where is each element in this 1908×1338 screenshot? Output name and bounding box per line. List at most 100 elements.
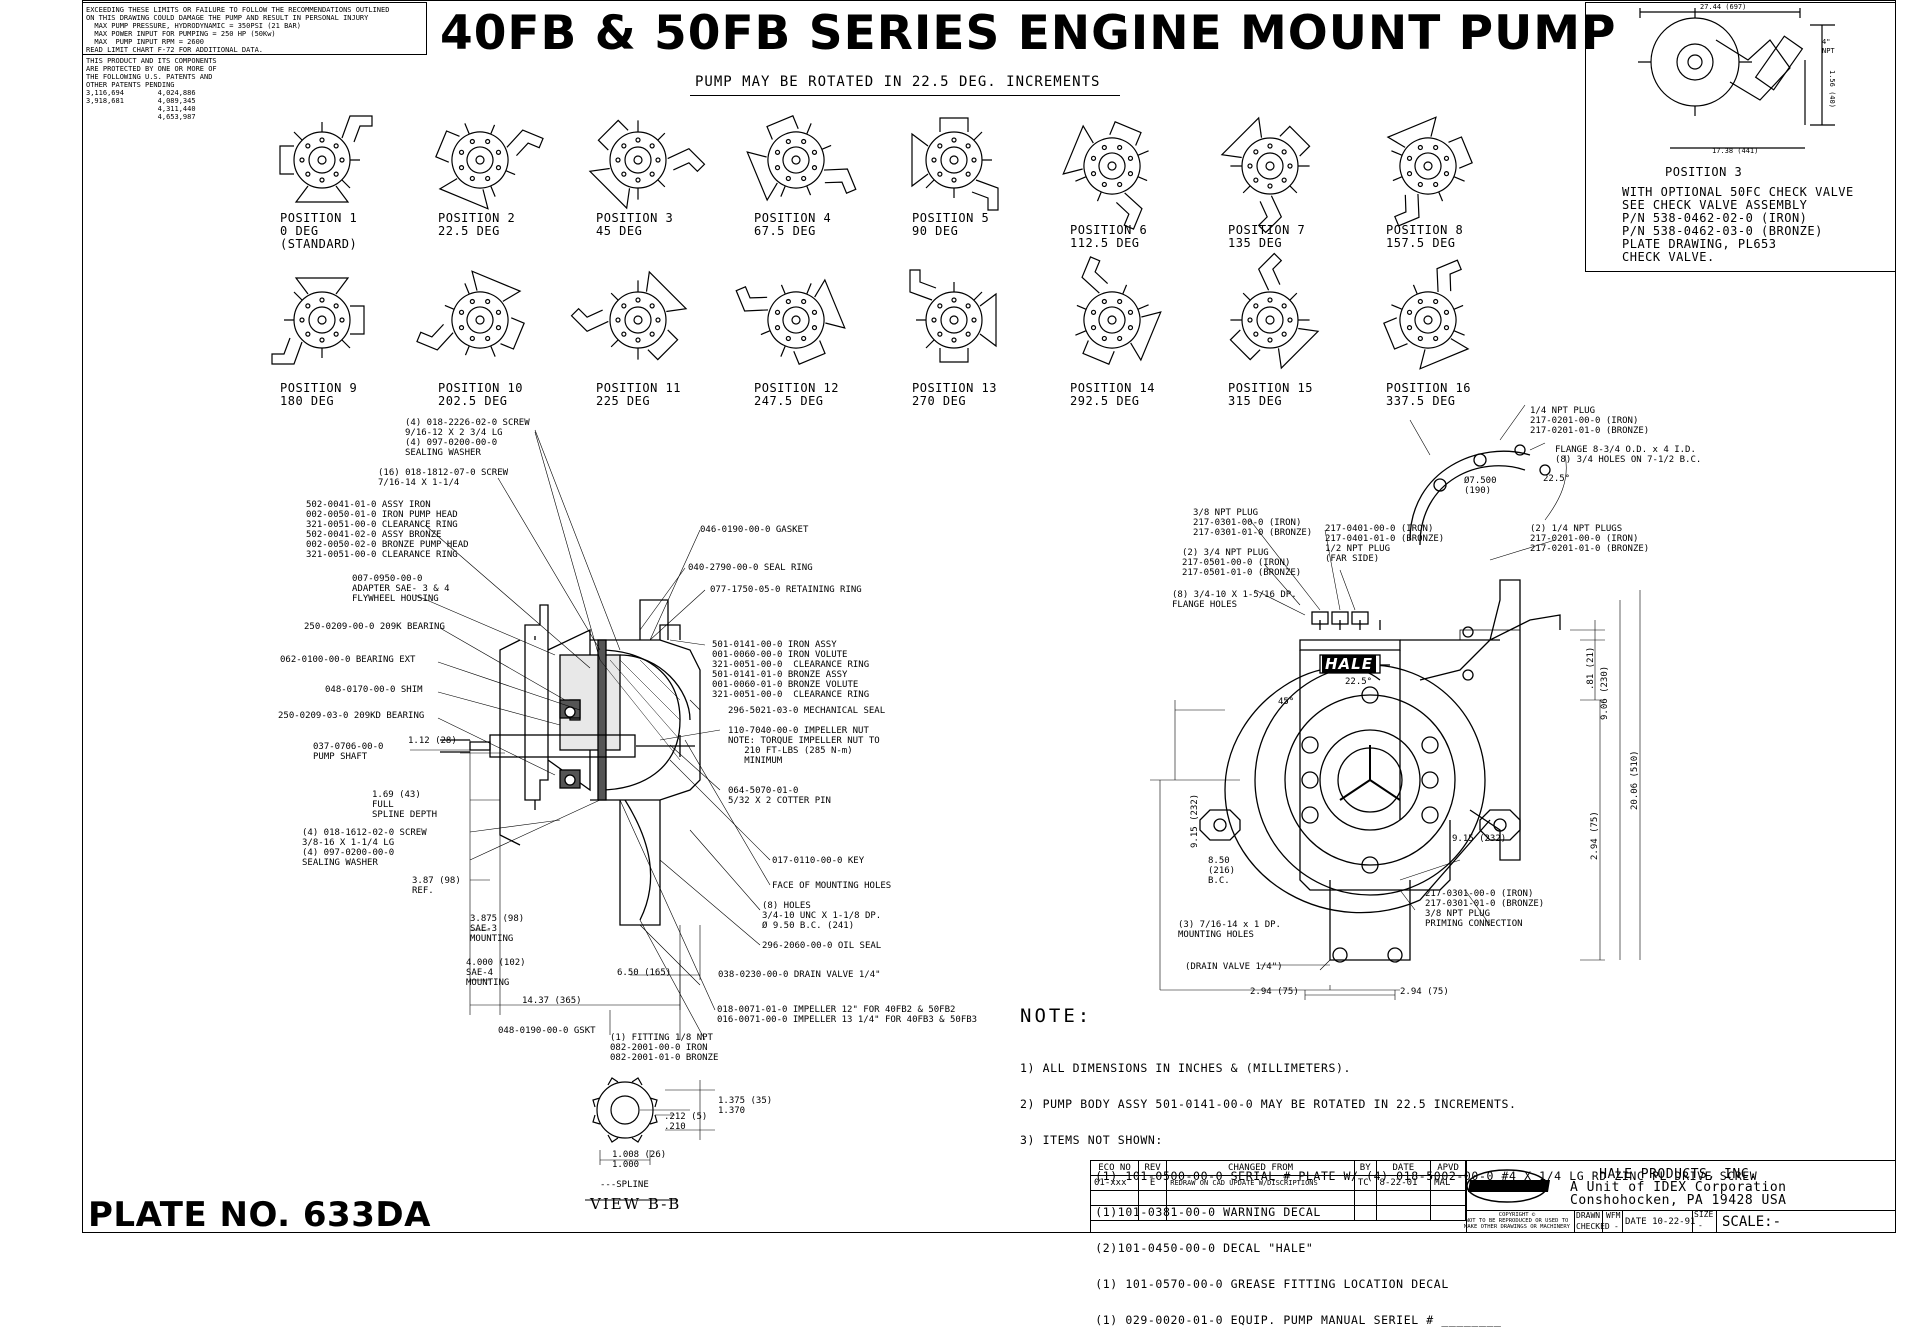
position3-box xyxy=(1585,2,1896,272)
callout-volute: 501-0141-00-0 IRON ASSY 001-0060-00-0 IR… xyxy=(712,640,870,700)
position-angle: 67.5 DEG xyxy=(754,224,816,238)
position-angle: 202.5 DEG xyxy=(438,394,508,408)
pump-icon xyxy=(1220,116,1311,234)
pos3-line: PLATE DRAWING, PL653 xyxy=(1622,237,1777,251)
position-angle: 225 DEG xyxy=(596,394,651,408)
position-name: POSITION 10 xyxy=(438,381,523,395)
front-dim-9-15-right: 9.15 (232) xyxy=(1452,834,1507,844)
viewbb-dim-2: .212 (5) .210 xyxy=(664,1112,708,1132)
drawing-scale: SCALE:- xyxy=(1722,1214,1782,1230)
pump-icon xyxy=(435,123,544,210)
tb-divider xyxy=(1716,1210,1717,1233)
position-name: POSITION 3 xyxy=(596,211,674,225)
checked-label: CHECKED xyxy=(1576,1222,1610,1231)
size-label: SIZE xyxy=(1694,1210,1714,1219)
pump-icon xyxy=(746,115,857,202)
front-callout-drain: (DRAIN VALVE 1/4") xyxy=(1185,962,1283,972)
front-callout-flange-holes: (8) 3/4-10 X 1-5/16 DP. FLANGE HOLES xyxy=(1172,590,1297,610)
note-line: (2)101-0450-00-0 DECAL "HALE" xyxy=(1020,1241,1314,1255)
front-dim-9-06: 9.06 (230) xyxy=(1600,665,1610,720)
pos3-dim-npt: 4" xyxy=(1822,38,1831,46)
front-view-dims xyxy=(1150,404,1641,1000)
notes-heading: NOTE: xyxy=(1020,1005,1093,1027)
patent-line: 4,653,987 xyxy=(86,113,196,121)
position-angle: 180 DEG xyxy=(280,394,335,408)
revision-empty-row xyxy=(1090,1190,1466,1206)
patent-line: 3,116,694 4,024,886 xyxy=(86,89,196,97)
position-name: POSITION 6 xyxy=(1070,223,1148,237)
rev-cell: REDRAW ON CAD UPDATE W/DISCRIPTIONS xyxy=(1166,1175,1355,1191)
callout-fitting: (1) FITTING 1/8 NPT 082-2001-00-0 IRON 0… xyxy=(610,1033,719,1063)
callout-retaining-ring: 077-1750-05-0 RETAINING RING xyxy=(710,585,862,595)
viewbb-spline: ---SPLINE xyxy=(600,1180,649,1190)
viewbb-dim-3: 1.008 (26) 1.000 xyxy=(612,1150,667,1170)
note-line: 1) ALL DIMENSIONS IN INCHES & (MILLIMETE… xyxy=(1020,1061,1352,1075)
drawing-sheet xyxy=(82,0,1896,1233)
position-name: POSITION 12 xyxy=(754,381,839,395)
callout-adapter: 007-0950-00-0 ADAPTER SAE- 3 & 4 FLYWHEE… xyxy=(352,574,450,604)
position-name: POSITION 8 xyxy=(1386,223,1464,237)
dim-14-37: 14.37 (365) xyxy=(522,996,582,1006)
drawing-date: DATE 10-22-91 xyxy=(1625,1217,1696,1227)
position-angle: 45 DEG xyxy=(596,224,643,238)
callout-gasket: 046-0190-00-0 GASKET xyxy=(700,525,809,535)
warning-line: MAX POWER INPUT FOR PUMPING = 250 HP (50… xyxy=(86,30,276,38)
front-callout-flange: FLANGE 8-3/4 O.D. x 4 I.D. (8) 3/4 HOLES… xyxy=(1555,445,1702,465)
pump-icon xyxy=(911,117,999,211)
front-dim-2-94-left: 2.94 (75) xyxy=(1250,987,1299,997)
dim-6-50: 6.50 (165) xyxy=(617,968,672,978)
front-dim-81: .81 (21) xyxy=(1586,646,1596,690)
position-angle: 292.5 DEG xyxy=(1070,394,1140,408)
checked-value: - xyxy=(1614,1222,1619,1231)
copyright-notice: COPYRIGHT © NOT TO BE REPRODUCED OR USED… xyxy=(1464,1212,1570,1230)
drawn-label: DRAWN xyxy=(1576,1211,1601,1220)
position-name: POSITION 16 xyxy=(1386,381,1471,395)
front-callout-7-500: Ø7.500 (190) xyxy=(1464,476,1497,496)
front-callout-3-8-plug: 3/8 NPT PLUG 217-0301-00-0 (IRON) 217-03… xyxy=(1193,508,1313,538)
pump-icon xyxy=(588,119,706,210)
note-line: (1) 029-0020-01-0 EQUIP. PUMP MANUAL SER… xyxy=(1020,1313,1502,1327)
patent-line: 3,918,681 4,089,345 xyxy=(86,97,196,105)
revision-table: ECO NO REV CHANGED FROM BY DATE APVD 01-… xyxy=(1090,1160,1466,1221)
front-callout-1-4-plugs: (2) 1/4 NPT PLUGS 217-0201-00-0 (IRON) 2… xyxy=(1530,524,1650,554)
pump-icon xyxy=(279,115,373,203)
callout-gskt: 048-0190-00-0 GSKT xyxy=(498,1026,596,1036)
pos3-dim-side: 1.56 (40) xyxy=(1828,70,1836,108)
front-dim-2-94-right: 2.94 (75) xyxy=(1400,987,1449,997)
front-dim-bc: 8.50 (216) B.C. xyxy=(1208,856,1236,886)
position-angle: 247.5 DEG xyxy=(754,394,824,408)
side-leader-lines xyxy=(410,429,771,1041)
rev-header: ECO NO xyxy=(1090,1160,1139,1176)
pos3-line: SEE CHECK VALVE ASSEMBLY xyxy=(1622,198,1808,212)
front-callout-priming: 217-0301-00-0 (IRON) 217-0301-01-0 (BRON… xyxy=(1425,889,1545,929)
callout-screw-3-8: (4) 018-1612-02-0 SCREW 3/8-16 X 1-1/4 L… xyxy=(302,828,427,868)
position-angle: 270 DEG xyxy=(912,394,967,408)
patent-block: THIS PRODUCT AND ITS COMPONENTS ARE PROT… xyxy=(86,57,217,121)
dim-1-12: 1.12 (28) xyxy=(408,736,457,746)
callout-key: 017-0110-00-0 KEY xyxy=(772,856,865,866)
front-dim-9-15-left: 9.15 (232) xyxy=(1190,793,1200,848)
position-name: POSITION 2 xyxy=(438,211,516,225)
front-angle-45: 45° xyxy=(1278,697,1295,707)
revision-empty-row xyxy=(1090,1205,1466,1221)
warning-line: EXCEEDING THESE LIMITS OR FAILURE TO FOL… xyxy=(86,6,390,14)
warning-line: READ LIMIT CHART F-72 FOR ADDITIONAL DAT… xyxy=(86,46,264,54)
viewbb-dim-1: 1.375 (35) 1.370 xyxy=(718,1096,773,1116)
drawn-value: WFM xyxy=(1606,1211,1621,1220)
callout-oil-seal: 296-2060-00-0 OIL SEAL xyxy=(762,941,882,951)
callout-pump-shaft: 037-0706-00-0 PUMP SHAFT xyxy=(313,742,384,762)
position3-pump-drawing xyxy=(1638,8,1835,149)
company-info: HALE PRODUCTS, INC. A Unit of IDEX Corpo… xyxy=(1570,1167,1787,1208)
callout-bearing-ext: 062-0100-00-0 BEARING EXT xyxy=(280,655,416,665)
position-note: (STANDARD) xyxy=(280,237,358,251)
side-section-view xyxy=(440,599,701,1015)
pos3-dim-bottom: 17.38 (441) xyxy=(1712,147,1759,155)
front-callout-1-2-plug: 217-0401-00-0 (IRON) 217-0401-01-0 (BRON… xyxy=(1325,524,1445,564)
callout-face-mounting: FACE OF MOUNTING HOLES xyxy=(772,881,892,891)
view-bb-label: VIEW B-B xyxy=(590,1195,682,1213)
warning-line: ON THIS DRAWING COULD DAMAGE THE PUMP AN… xyxy=(86,14,369,22)
hale-logo-mark xyxy=(1466,1169,1550,1203)
callout-impeller-nut: 110-7040-00-0 IMPELLER NUT NOTE: TORQUE … xyxy=(728,726,880,766)
position-name: POSITION 13 xyxy=(912,381,997,395)
pump-icon xyxy=(1075,256,1162,365)
